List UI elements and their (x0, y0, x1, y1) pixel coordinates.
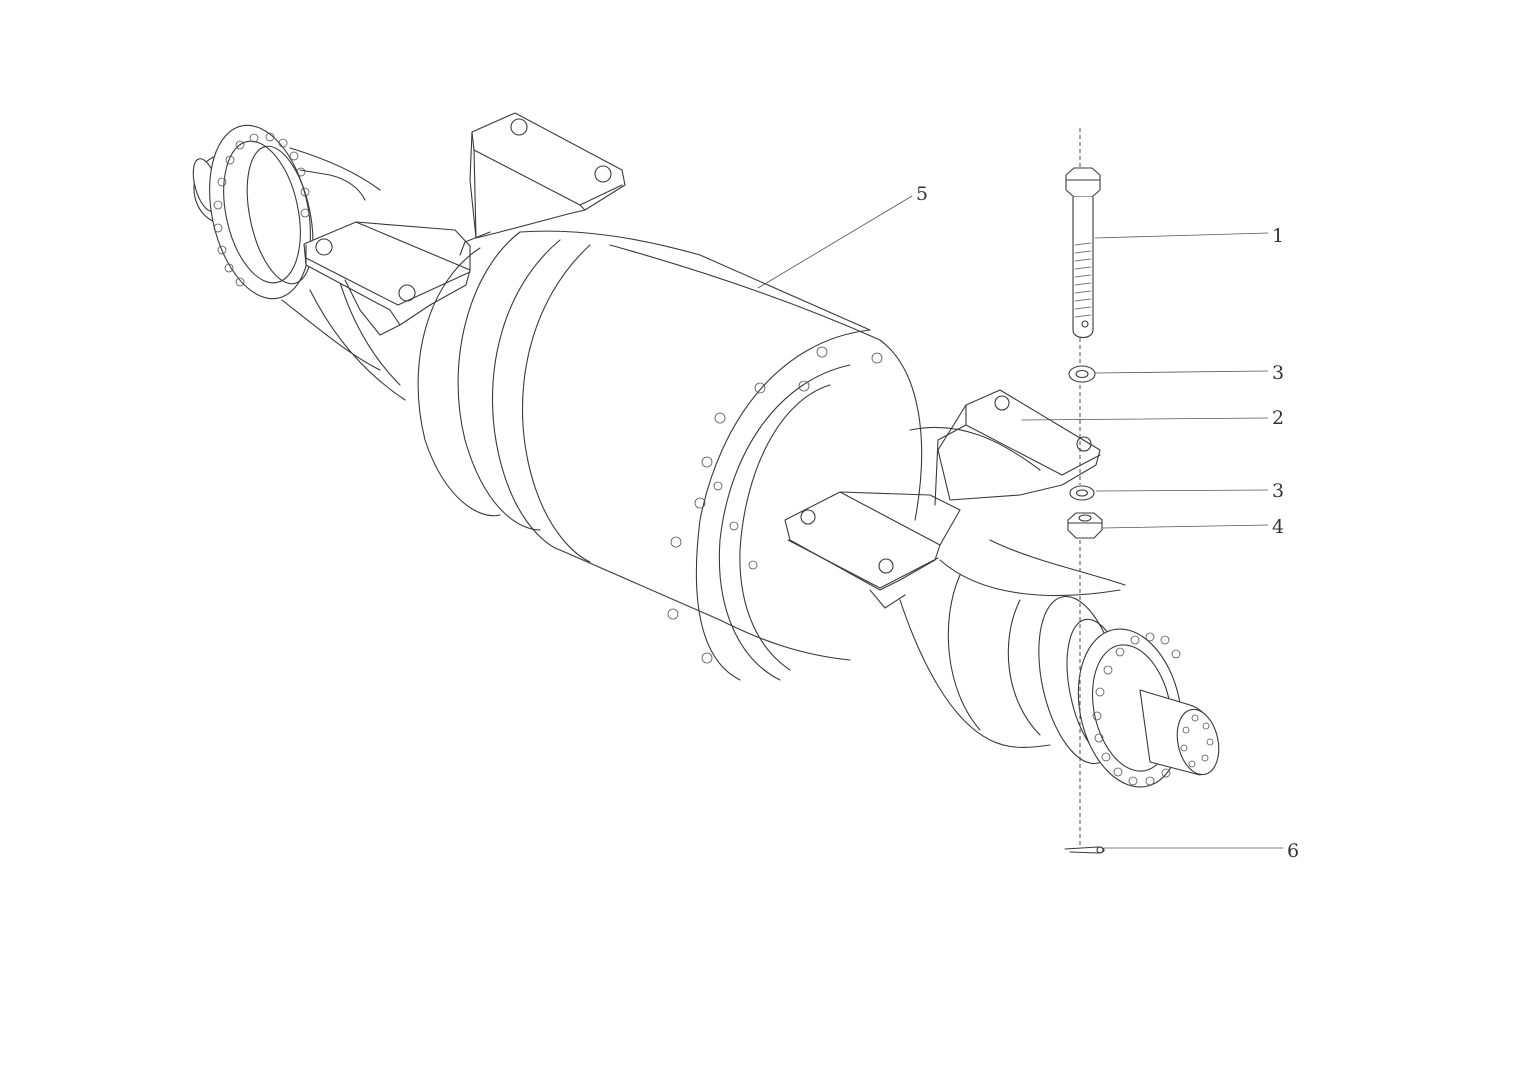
callout-5: 5 (916, 183, 928, 205)
fastener-stack (1064, 128, 1105, 854)
callout-2: 2 (1272, 407, 1284, 429)
callout-3-upper: 3 (1272, 362, 1284, 384)
right-hub-assembly (899, 426, 1220, 788)
right-front-bracket (784, 491, 961, 609)
callout-1: 1 (1272, 225, 1284, 247)
callout-6: 6 (1287, 840, 1299, 862)
right-rear-bracket (934, 389, 1101, 506)
washer-part-3-upper (1068, 365, 1096, 383)
leader-lines (757, 195, 1284, 849)
callout-labels: 1 3 2 3 4 5 6 (916, 183, 1299, 862)
nut-part-4 (1067, 512, 1103, 539)
callout-4: 4 (1272, 516, 1284, 538)
axle-housing (417, 230, 923, 681)
washer-part-3-lower (1069, 485, 1095, 501)
callout-3-lower: 3 (1272, 480, 1284, 502)
cotter-pin-part-6 (1064, 846, 1105, 854)
bolt-part-1 (1065, 167, 1101, 339)
rear-left-bracket (459, 112, 626, 256)
front-left-bracket (303, 221, 471, 336)
left-hub-assembly (192, 124, 406, 401)
